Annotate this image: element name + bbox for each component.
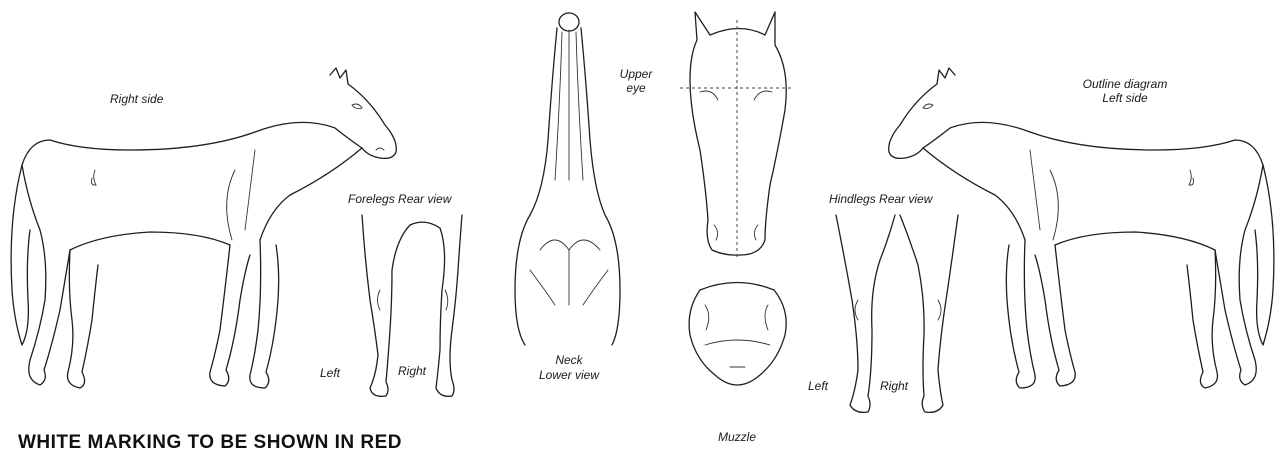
label-hindleg-left: Left [808,379,828,393]
head-front-view [680,12,792,260]
label-outline-diagram-line1: Outline diagram [1060,77,1190,91]
label-right-side: Right side [110,92,163,106]
label-neck-line1: Neck [539,353,599,367]
label-foreleg-right: Right [398,364,426,378]
label-neck-line2: Lower view [519,368,619,382]
label-hindleg-right: Right [880,379,908,393]
label-forelegs-rear-view: Forelegs Rear view [348,192,451,206]
label-outline-diagram-line2: Left side [1060,91,1190,105]
horse-left-side [889,68,1274,388]
muzzle-view [689,283,786,386]
horse-right-side [11,68,396,388]
label-muzzle: Muzzle [707,430,767,444]
neck-lower-view [515,13,620,345]
label-upper-eye-line2: eye [612,81,660,95]
label-hindlegs-rear-view: Hindlegs Rear view [829,192,932,206]
white-marking-heading: WHITE MARKING TO BE SHOWN IN RED [18,432,402,454]
label-foreleg-left: Left [320,366,340,380]
label-upper-eye-line1: Upper [612,67,660,81]
